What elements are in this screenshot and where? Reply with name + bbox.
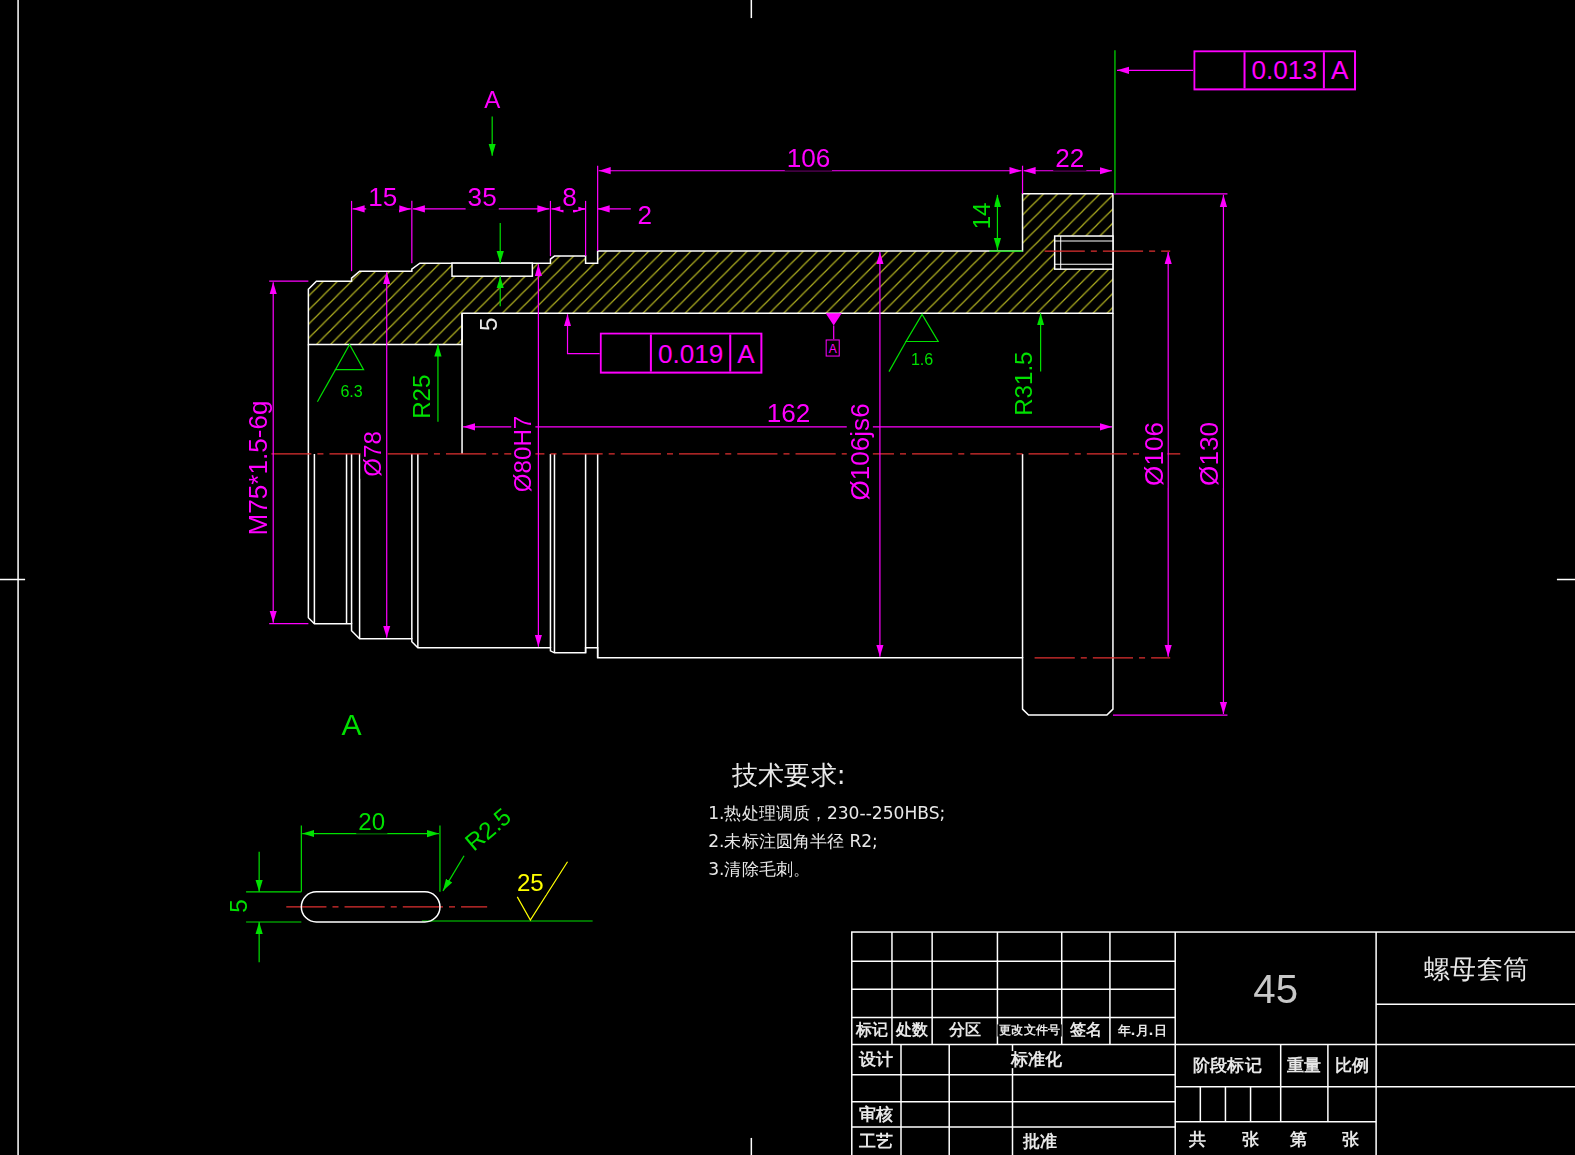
table-cell: 签名 <box>1068 1022 1104 1038</box>
tolerance-frame: 0.019A <box>600 332 763 373</box>
frame-text: 0.019 <box>650 334 729 371</box>
dimension-text: 15 <box>366 184 399 210</box>
radius-text: R31.5 <box>1011 349 1035 417</box>
thread-text: M75*1.5-6g <box>245 399 271 538</box>
table-cell: 张 <box>1240 1131 1261 1148</box>
dimension-lines <box>269 56 1233 715</box>
symbol-cell <box>1195 52 1243 88</box>
material-text: 45 <box>1251 969 1300 1009</box>
table-cell: 共 <box>1187 1131 1208 1148</box>
diameter-text: Ø78 <box>361 429 385 479</box>
diameter-text: Ø80H7 <box>511 414 535 494</box>
frame-text: 0.013 <box>1244 52 1323 88</box>
section-label: A <box>339 710 363 740</box>
center-line <box>271 251 1180 907</box>
dimension-text: 106 <box>785 145 833 171</box>
table-cell: 更改文件号 <box>997 1024 1061 1036</box>
table-cell: 工艺 <box>857 1133 895 1150</box>
table-cell: 阶段标记 <box>1191 1057 1263 1074</box>
table-cell: 设计 <box>857 1051 895 1068</box>
table-cell: 批准 <box>1021 1133 1059 1150</box>
dimension-text: 5 <box>227 897 251 914</box>
datum-box: A <box>826 339 840 356</box>
table-cell: 标记 <box>854 1022 890 1038</box>
roughness-value: 1.6 <box>909 352 935 368</box>
keyway <box>452 263 532 276</box>
tolerance-frame: 0.013A <box>1193 50 1356 90</box>
diameter-text: Ø106js6 <box>847 401 873 502</box>
note-text: 2.未标注圆角半径 R2; <box>706 833 880 850</box>
note-text: 3.清除毛刺。 <box>706 861 812 878</box>
frame-text: A <box>1323 52 1354 88</box>
dimension-text: 2 <box>636 202 655 228</box>
title-block <box>852 932 1575 1155</box>
notes-heading: 技术要求: <box>730 762 847 788</box>
dimension-text: 14 <box>970 201 994 232</box>
roughness-value: 25 <box>515 871 546 895</box>
table-cell: 审核 <box>857 1106 895 1123</box>
part-name: 螺母套筒 <box>1422 956 1530 982</box>
section-label: A <box>482 88 502 112</box>
table-cell: 标准化 <box>1009 1051 1064 1068</box>
frame-text: A <box>729 334 760 371</box>
table-cell: 第 <box>1288 1131 1309 1148</box>
dimension-text: 22 <box>1053 145 1086 171</box>
diameter-text: Ø130 <box>1196 420 1222 488</box>
radius-text: R25 <box>410 373 434 421</box>
dimension-text: 162 <box>765 400 813 426</box>
dimension-text: 20 <box>356 810 387 834</box>
diameter-text: Ø106 <box>1141 420 1167 488</box>
keyway-section <box>301 892 440 922</box>
symbol-cell <box>602 334 650 371</box>
table-cell: 张 <box>1340 1131 1361 1148</box>
frame-text: A <box>827 340 839 355</box>
section-hatch <box>308 194 1113 345</box>
hole-thread <box>1055 236 1113 269</box>
datum-triangle <box>826 313 842 325</box>
part-outline <box>308 313 1113 715</box>
dimension-text: 5 <box>477 316 501 333</box>
table-cell: 年.月.日 <box>1116 1024 1169 1037</box>
radius-text: R2.5 <box>459 803 517 857</box>
table-cell: 比例 <box>1333 1057 1371 1074</box>
dimension-text: 8 <box>560 184 579 210</box>
dimension-lines-green <box>246 50 1115 962</box>
table-cell: 重量 <box>1285 1057 1323 1074</box>
roughness-value: 6.3 <box>338 384 364 400</box>
table-cell: 分区 <box>947 1022 983 1038</box>
table-cell: 处数 <box>894 1022 930 1038</box>
dimension-text: 35 <box>466 184 499 210</box>
note-text: 1.热处理调质，230--250HBS; <box>706 805 947 822</box>
tapped-hole <box>1055 236 1113 269</box>
